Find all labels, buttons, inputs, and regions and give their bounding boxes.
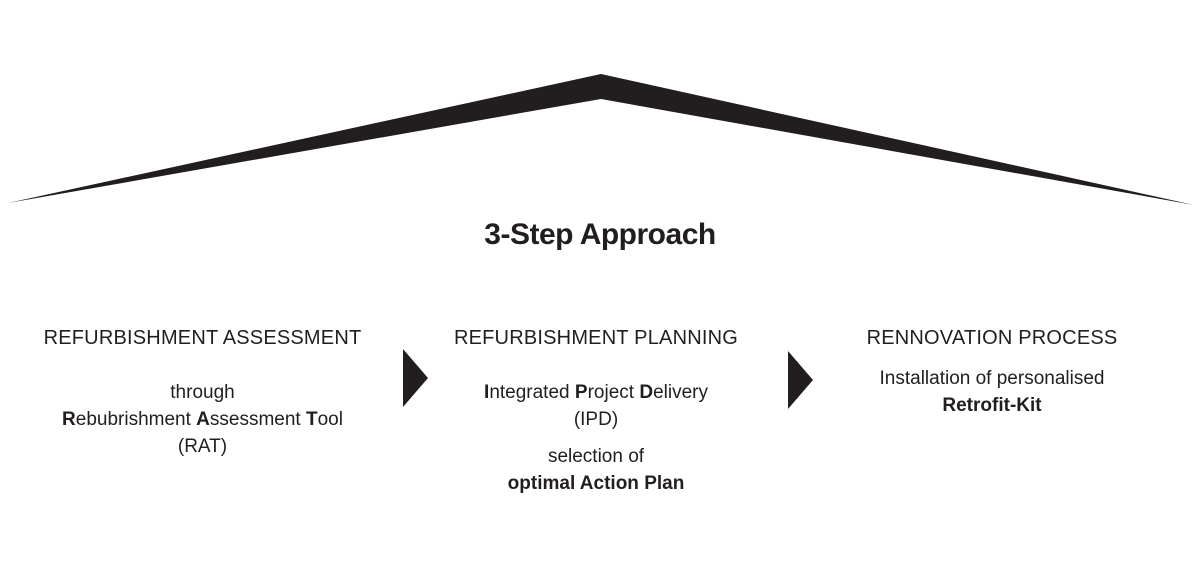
text-segment-bold: Retrofit-Kit	[942, 395, 1042, 416]
step-heading: RENNOVATION PROCESS	[866, 327, 1118, 349]
text-segment: ool	[317, 409, 343, 430]
text-segment-bold: R	[62, 409, 76, 430]
text-segment-bold: T	[306, 409, 318, 430]
step-body: Installation of personalised Retrofit-Ki…	[840, 365, 1144, 419]
arrow-right-icon	[403, 349, 428, 407]
step-line: Rebubrishment Assessment Tool	[20, 406, 385, 433]
step-line: Integrated Project Delivery	[430, 379, 762, 406]
step-line: Installation of personalised	[840, 365, 1144, 392]
step-refurbishment-assessment: REFURBISHMENT ASSESSMENT through Rebubri…	[20, 327, 385, 460]
text-segment: ntegrated	[489, 382, 575, 403]
text-segment: ssessment	[209, 409, 306, 430]
step-sub-block: selection of optimal Action Plan	[430, 443, 762, 497]
step-line: (RAT)	[20, 433, 385, 460]
text-segment-bold: optimal Action Plan	[507, 473, 685, 494]
step-refurbishment-planning: REFURBISHMENT PLANNING Integrated Projec…	[430, 327, 762, 497]
step-heading: REFURBISHMENT PLANNING	[453, 327, 739, 349]
text-segment: through	[170, 382, 235, 403]
step-line: selection of	[430, 443, 762, 470]
text-segment: selection of	[547, 446, 645, 467]
text-segment: Installation of personalised	[879, 368, 1105, 389]
step-line: (IPD)	[430, 406, 762, 433]
step-rennovation-process: RENNOVATION PROCESS Installation of pers…	[840, 327, 1144, 419]
step-line: Retrofit-Kit	[840, 392, 1144, 419]
diagram-title: 3-Step Approach	[484, 218, 716, 251]
step-heading: REFURBISHMENT ASSESSMENT	[43, 327, 362, 349]
text-segment-bold: I	[484, 382, 490, 403]
text-segment: (IPD)	[573, 409, 619, 430]
text-segment-bold: D	[639, 382, 654, 403]
text-segment: roject	[587, 382, 640, 403]
step-body: Integrated Project Delivery (IPD) select…	[430, 379, 762, 497]
roof-chevron-icon	[8, 74, 1194, 205]
text-segment-bold: P	[574, 382, 588, 403]
text-segment: elivery	[653, 382, 708, 403]
step-line: through	[20, 379, 385, 406]
text-segment: ebubrishment	[75, 409, 197, 430]
step-body: through Rebubrishment Assessment Tool (R…	[20, 379, 385, 460]
arrow-right-icon	[788, 351, 813, 409]
text-segment-bold: A	[196, 409, 210, 430]
step-line: optimal Action Plan	[430, 470, 762, 497]
text-segment: (RAT)	[177, 436, 228, 457]
